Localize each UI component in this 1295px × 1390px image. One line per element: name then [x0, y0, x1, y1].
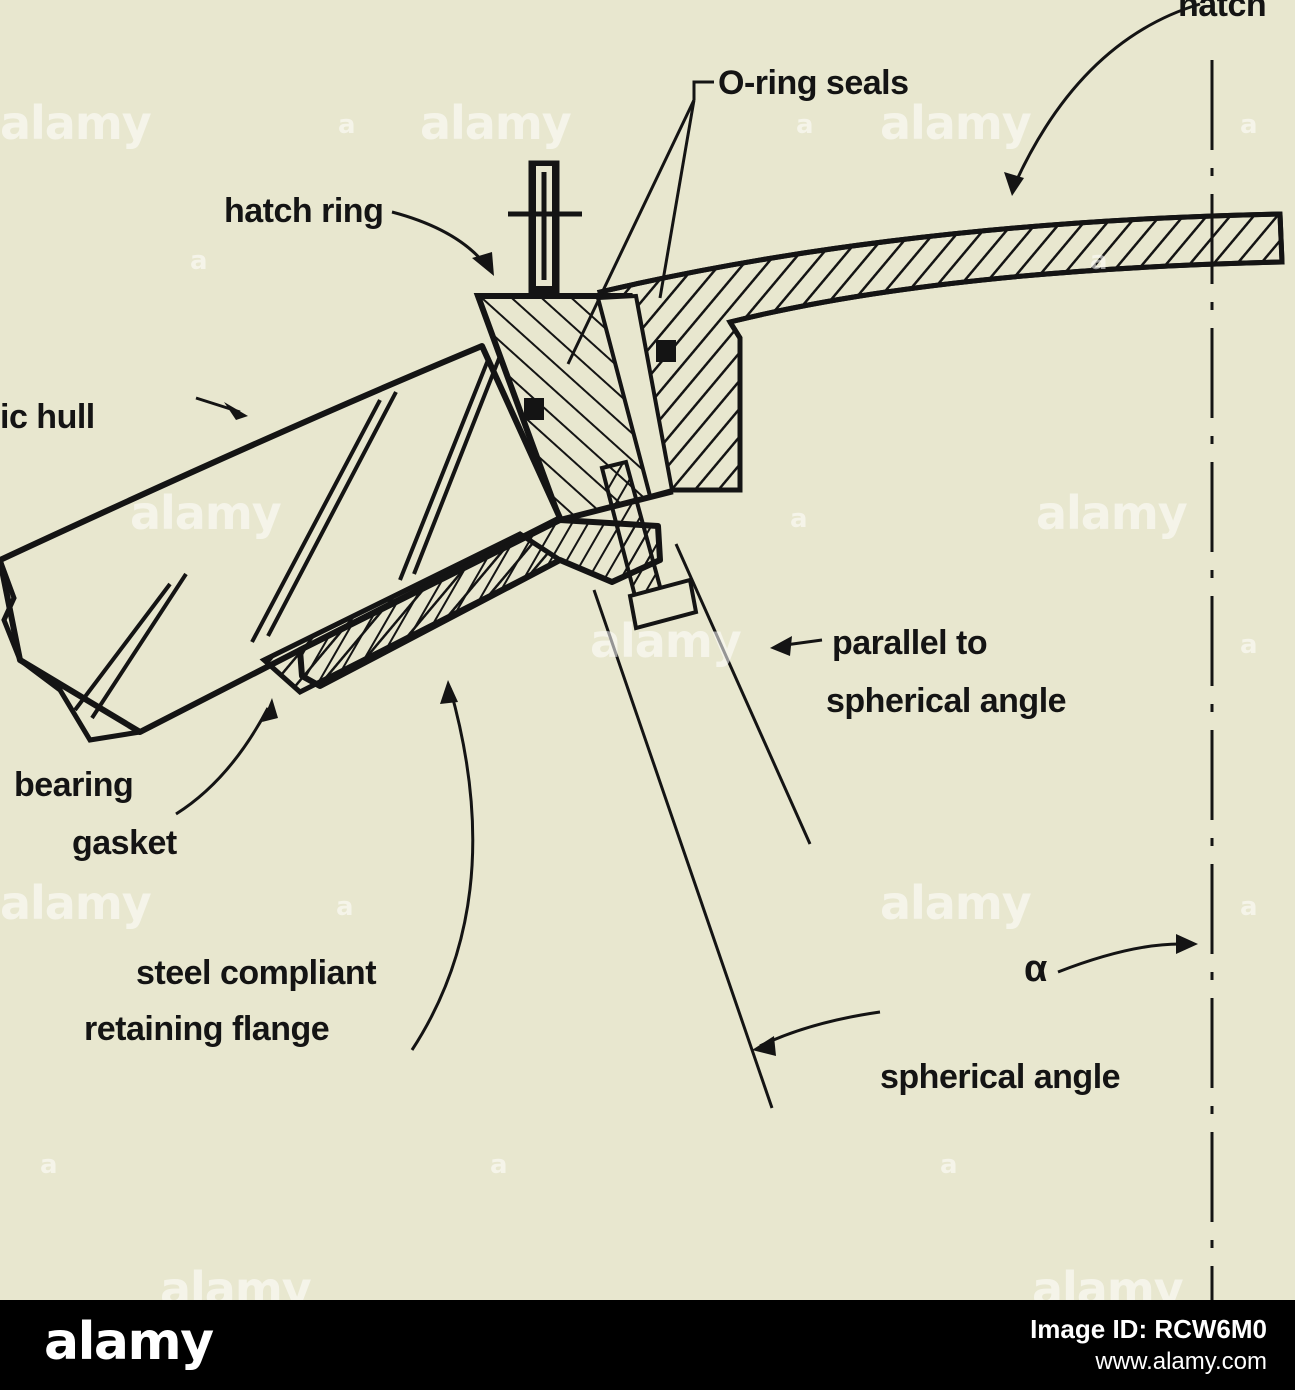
brand-logo: alamy: [44, 1312, 214, 1372]
watermark: alamy: [1032, 1262, 1184, 1300]
label-hatch: hatch: [1178, 0, 1267, 24]
image-id: Image ID: RCW6M0: [1030, 1314, 1267, 1344]
watermark-mark: a: [1240, 630, 1258, 660]
watermark: alamy: [590, 614, 742, 668]
label-parallel-line2: spherical angle: [826, 682, 1067, 720]
watermark-mark: a: [490, 1150, 508, 1180]
stock-footer-bar: alamy Image ID: RCW6M0 www.alamy.com: [0, 1300, 1295, 1390]
label-hatch-ring: hatch ring: [224, 192, 384, 230]
watermark: alamy: [0, 876, 152, 930]
watermark-mark: a: [1240, 110, 1258, 140]
watermark: alamy: [160, 1262, 312, 1300]
site-url[interactable]: www.alamy.com: [1095, 1348, 1267, 1375]
label-parallel-line1: parallel to: [832, 624, 988, 662]
label-flange-line2: retaining flange: [84, 1010, 330, 1048]
watermark-mark: a: [790, 504, 808, 534]
watermark-mark: a: [336, 892, 354, 922]
label-alpha: α: [1024, 948, 1047, 990]
top-bolt: [508, 160, 582, 294]
watermark: alamy: [420, 96, 572, 150]
watermark: alamy: [1036, 486, 1188, 540]
label-gasket-text: gasket: [72, 824, 177, 862]
label-flange-line1: steel compliant: [136, 954, 377, 992]
hatch-cross-section-drawing: [0, 2, 1285, 1300]
reference-lines: [592, 543, 812, 1109]
watermark: alamy: [130, 486, 282, 540]
o-ring-seal-dots: [524, 340, 676, 420]
bearing-gasket: [259, 531, 565, 696]
watermark: alamy: [880, 876, 1032, 930]
watermark-mark: a: [338, 110, 356, 140]
hatch-cover: [596, 211, 1285, 493]
label-o-ring-seals: O-ring seals: [718, 64, 909, 102]
watermark: alamy: [0, 96, 152, 150]
watermark-mark: a: [40, 1150, 58, 1180]
arrowheads: [224, 172, 1198, 1056]
acrylic-hull: [0, 343, 563, 743]
label-bearing: bearing: [14, 766, 134, 804]
hatch-diagram-figure: hatch O-ring seals hatch ring ic hull pa…: [0, 0, 1285, 1300]
label-spherical-angle: spherical angle: [880, 1058, 1121, 1096]
watermark-mark: a: [190, 246, 208, 276]
label-hull: ic hull: [0, 398, 95, 436]
watermark-mark: a: [1240, 892, 1258, 922]
watermark-mark: a: [1090, 246, 1108, 276]
watermark-mark: a: [940, 1150, 958, 1180]
watermark-mark: a: [796, 110, 814, 140]
watermark: alamy: [880, 96, 1032, 150]
